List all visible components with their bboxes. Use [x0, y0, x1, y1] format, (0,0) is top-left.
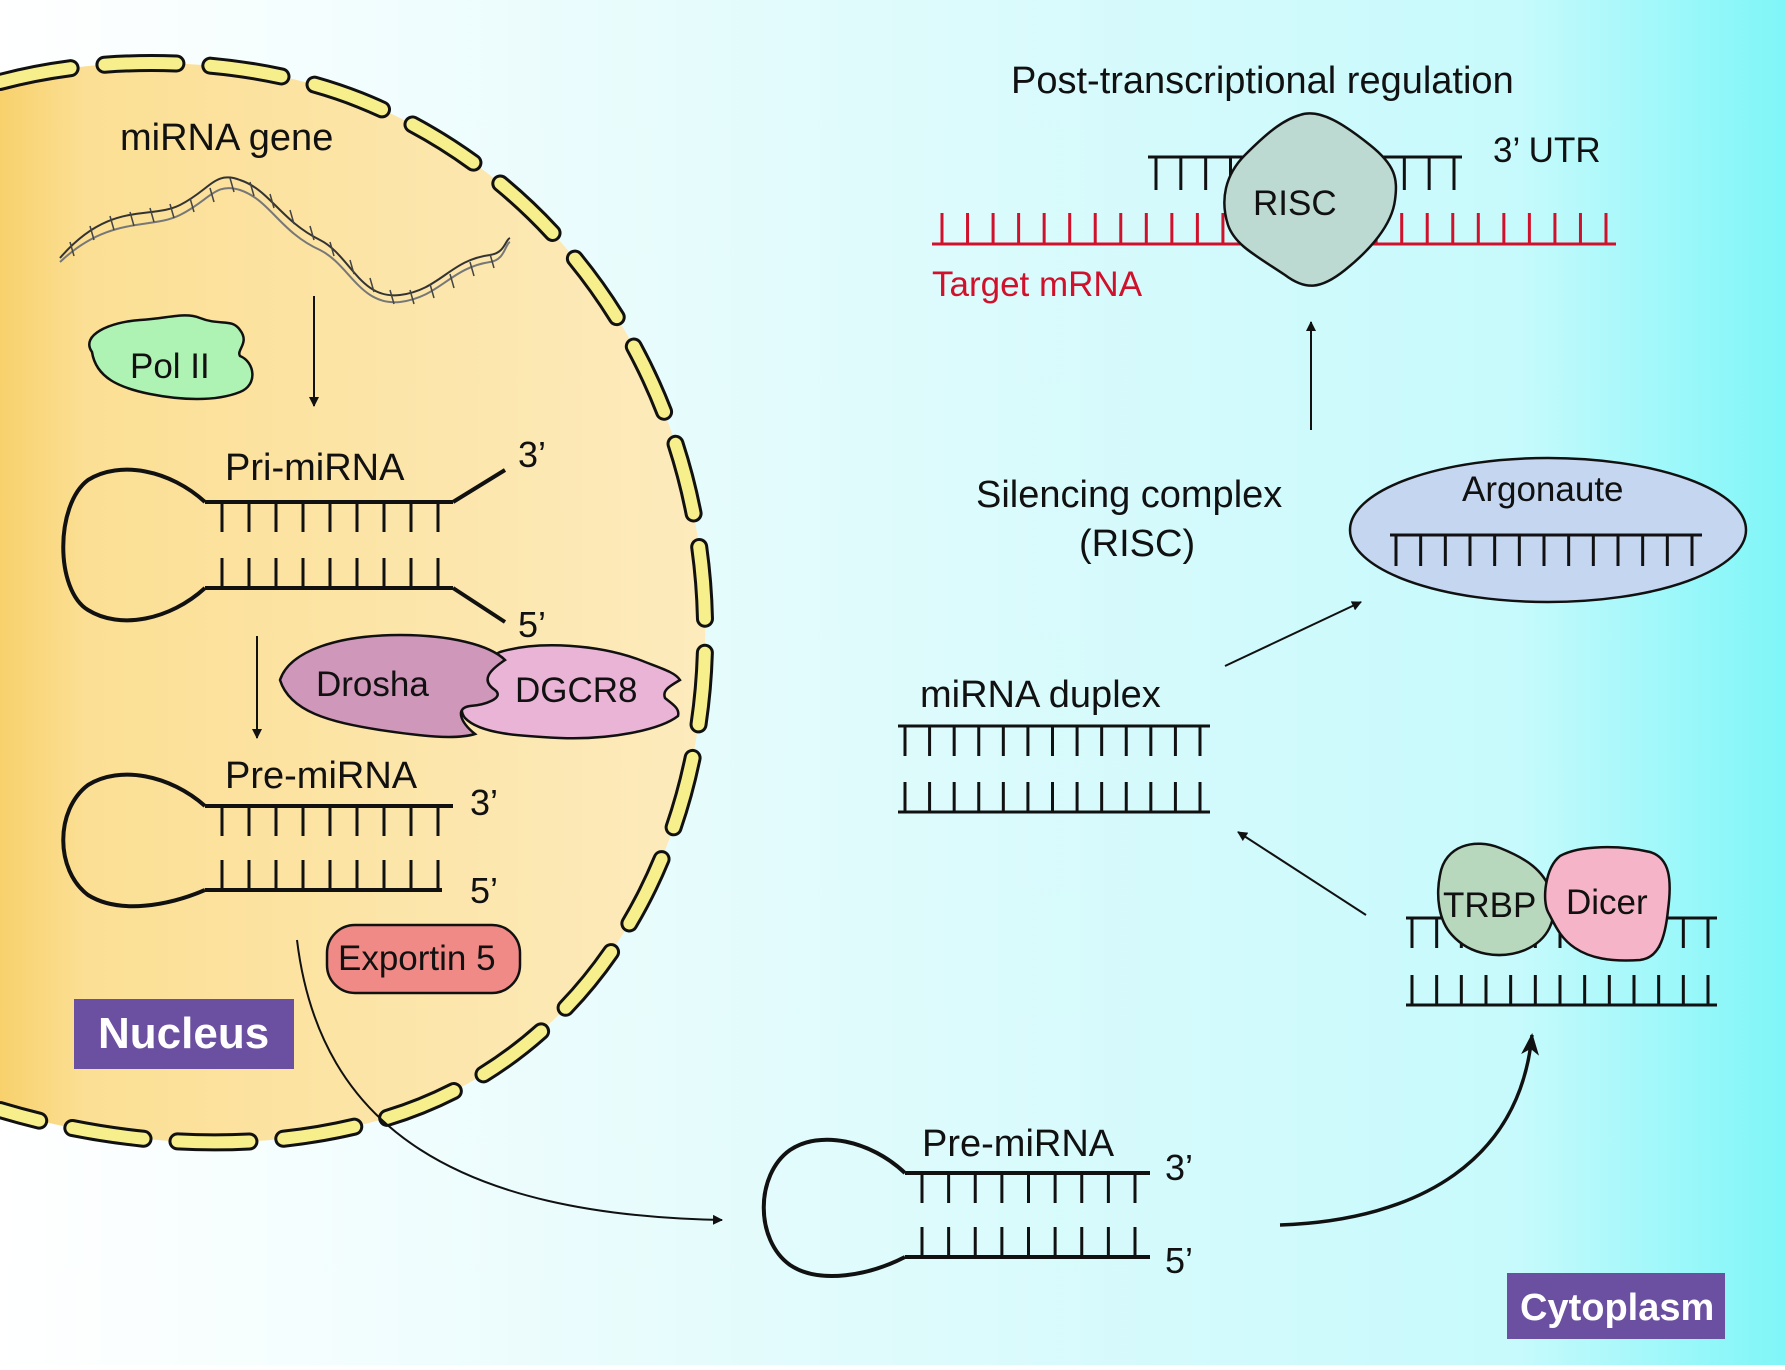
cytoplasm-tag: Cytoplasm	[1507, 1273, 1725, 1339]
helix-rung	[149, 207, 155, 223]
dna-helix	[59, 176, 511, 305]
nuclear-pre-mirna-loop	[61, 772, 207, 909]
cytoplasmic-pre-mirna-hairpin	[761, 1137, 1150, 1278]
cytoplasm-tag-label: Cytoplasm	[1520, 1287, 1714, 1329]
cytoplasmic-pre-mirna-label: Pre-miRNA	[922, 1123, 1115, 1165]
nucleus-tag: Nucleus	[74, 999, 294, 1069]
helix-rung	[289, 209, 295, 225]
pri-mirna-5prime: 5’	[518, 604, 546, 645]
dna-helix-rungs	[69, 177, 495, 305]
pol2-label: Pol II	[130, 347, 210, 386]
mirna-duplex-base-pairs	[903, 726, 1202, 812]
silencing-complex-label: Silencing complex	[976, 474, 1282, 516]
helix-rung	[229, 177, 235, 193]
trbp-shape	[1436, 842, 1555, 957]
helix-rung	[189, 197, 195, 213]
helix-rung	[369, 277, 375, 293]
nuclear-pre-mirna-3prime: 3’	[470, 782, 498, 823]
helix-rung	[89, 225, 95, 241]
mirna-duplex-label: miRNA duplex	[920, 674, 1161, 716]
argonaute-shape	[1348, 456, 1748, 604]
nuclear-pre-mirna-hairpin	[61, 772, 453, 909]
helix-rung	[449, 273, 455, 289]
nuclear-pre-mirna-label: Pre-miRNA	[225, 755, 418, 797]
dicer-label: Dicer	[1566, 883, 1648, 922]
cytoplasmic-pre-mirna-base-pairs	[920, 1173, 1137, 1257]
helix-rung	[209, 187, 215, 203]
pri-mirna-hairpin	[61, 467, 507, 624]
mirna-gene-label: miRNA gene	[120, 117, 333, 159]
helix-rung	[109, 215, 115, 231]
silencing-complex-abbrev: (RISC)	[1079, 523, 1195, 565]
target-mrna-label: Target mRNA	[932, 265, 1143, 304]
nuclear-pre-mirna-base-pairs	[220, 806, 440, 890]
nucleus-tag-background	[74, 999, 294, 1069]
helix-rung	[129, 211, 135, 227]
arrow-nuclear-export	[296, 939, 723, 1225]
argonaute-mirna-bases	[1394, 535, 1694, 566]
exportin-5-shape	[325, 923, 522, 995]
dicer-protein: Dicer	[1543, 845, 1671, 962]
trbp-label: TRBP	[1443, 886, 1536, 925]
helix-rung	[389, 289, 395, 305]
dicer-shape	[1543, 845, 1671, 962]
pri-mirna-5prime-tail	[451, 586, 507, 624]
regulation-title: Post-transcriptional regulation	[1011, 60, 1514, 102]
drosha-label: Drosha	[316, 665, 429, 704]
pri-mirna-base-pairs	[220, 502, 440, 588]
risc-label: RISC	[1253, 184, 1337, 223]
risc-shape	[1223, 112, 1398, 287]
cytoplasmic-pre-mirna-5prime: 5’	[1165, 1240, 1193, 1281]
nuclear-pre-mirna-5prime: 5’	[470, 870, 498, 911]
nucleus-tag-label: Nucleus	[98, 1009, 269, 1058]
cytoplasmic-pre-mirna-3prime: 3’	[1165, 1147, 1193, 1188]
arrow-duplex-to-argonaute	[1224, 601, 1362, 667]
helix-rung	[269, 193, 275, 209]
dgcr8-label: DGCR8	[515, 671, 638, 710]
arrow-dicer-to-duplex	[1237, 831, 1367, 916]
argonaute-complex: Argonaute	[1348, 456, 1748, 604]
pri-mirna-label: Pri-miRNA	[225, 447, 405, 489]
pol2-shape	[88, 314, 254, 401]
pri-mirna-loop	[61, 467, 207, 623]
pri-mirna-3prime-tail	[451, 468, 507, 504]
pol2-enzyme: Pol II	[88, 314, 254, 401]
helix-rung	[309, 225, 315, 241]
argonaute-label: Argonaute	[1462, 470, 1624, 509]
exportin-5: Exportin 5	[325, 923, 522, 995]
drosha-shape	[278, 633, 507, 739]
helix-rung	[69, 241, 75, 257]
helix-rung	[329, 241, 335, 257]
helix-rung	[249, 181, 255, 197]
trbp-protein: TRBP	[1436, 842, 1555, 957]
exportin-5-label: Exportin 5	[338, 939, 496, 978]
mirna-duplex	[898, 724, 1210, 814]
arrow-pre-to-dicer	[1279, 1033, 1540, 1227]
pri-mirna-3prime: 3’	[518, 434, 546, 475]
helix-rung	[409, 289, 415, 305]
helix-rung	[429, 283, 435, 299]
helix-rung	[469, 261, 475, 277]
drosha-dgcr8-complex: Drosha DGCR8	[278, 633, 682, 740]
nuclear-membrane-pore-fill	[0, 56, 712, 1149]
cytoplasmic-pre-mirna-loop	[761, 1137, 907, 1278]
helix-rung	[169, 203, 175, 219]
helix-rung	[349, 259, 355, 275]
utr-label: 3’ UTR	[1493, 131, 1601, 170]
helix-rung	[489, 253, 495, 269]
cytoplasm-tag-background	[1507, 1273, 1725, 1339]
risc-complex: RISC	[1223, 112, 1398, 287]
